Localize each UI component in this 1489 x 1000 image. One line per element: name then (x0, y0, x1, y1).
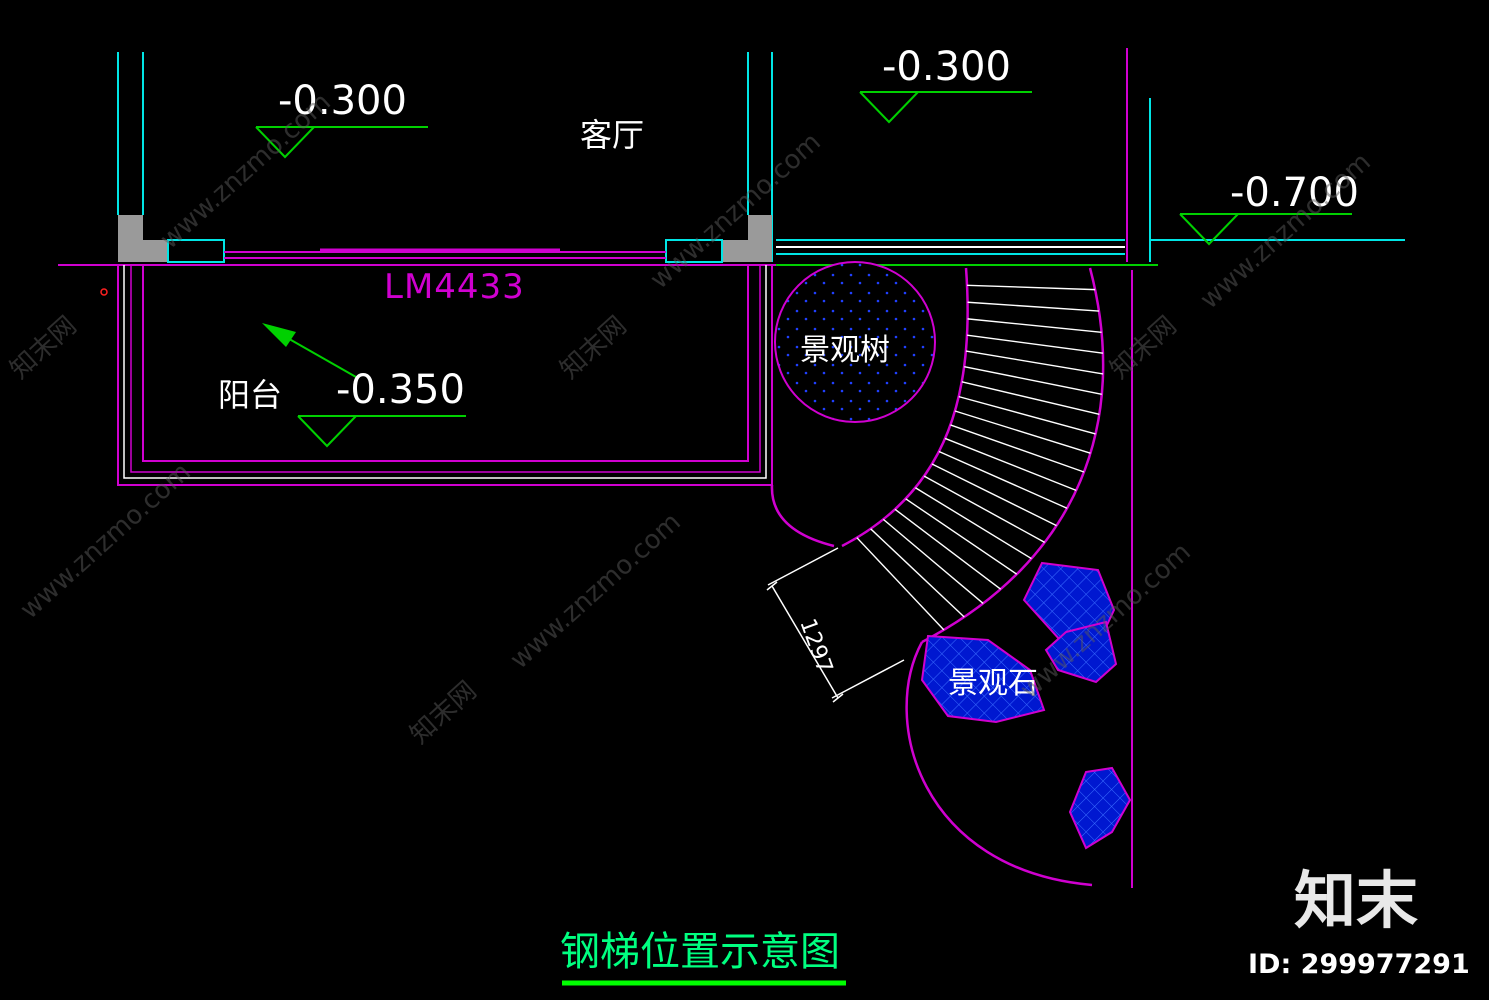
stair-tread (915, 487, 1032, 560)
stair-tread (944, 437, 1077, 492)
slope-arrow-icon (262, 323, 357, 378)
wall-columns (118, 215, 772, 262)
elevation-marker-right-area (859, 91, 1032, 124)
elevation-label-right-area: -0.300 (882, 44, 1011, 90)
room-label-living-room: 客厅 (580, 116, 644, 154)
door-tag-label: LM4433 (384, 267, 525, 307)
watermark-url: www.znzmo.com (15, 457, 197, 625)
elevation-marker-balcony (297, 415, 466, 448)
watermark-site: 知末网 (555, 311, 633, 385)
stair-tread (967, 318, 1102, 333)
watermark-site: 知末网 (405, 676, 483, 750)
elevation-label-far-right: -0.700 (1230, 170, 1359, 216)
watermark-site: 知末网 (5, 311, 83, 385)
landscape-stone-label: 景观石 (948, 666, 1038, 701)
stair-tread (923, 475, 1046, 543)
dimension-label: 1297 (794, 616, 837, 677)
stair-tread (967, 334, 1104, 354)
stair-outline (770, 267, 1133, 888)
stair-treads (856, 284, 1104, 631)
elevation-label-balcony: -0.350 (336, 367, 465, 413)
landscape-tree-icon (774, 261, 936, 423)
stair-tread (950, 424, 1085, 473)
balcony-outline (117, 265, 773, 486)
right-floor-lines (776, 239, 1158, 266)
stair-tread (905, 498, 1018, 575)
elevation-label-living-room: -0.300 (278, 78, 407, 124)
door-frame (167, 239, 723, 263)
elevation-marker-far-right (1179, 213, 1352, 246)
stair-tread (967, 284, 1096, 291)
watermark-url: www.znzmo.com (155, 87, 337, 255)
watermark-url: www.znzmo.com (505, 507, 687, 675)
stair-tread (856, 537, 945, 631)
stair-tread (958, 395, 1096, 435)
room-label-balcony: 阳台 (218, 376, 282, 414)
stair-tread (954, 410, 1091, 454)
watermark-logo: 知末 (1294, 864, 1418, 937)
stair-tread (870, 528, 965, 618)
stair-tread (964, 365, 1102, 395)
stair-tread (894, 508, 1002, 590)
landscape-tree-label: 景观树 (800, 333, 890, 368)
red-point-marker (100, 288, 108, 296)
watermark-id: ID: 299977291 (1248, 949, 1470, 980)
stair-tread (965, 350, 1104, 375)
stair-tread (938, 450, 1068, 509)
dimension-line (766, 547, 905, 703)
elevation-marker-living-room (255, 126, 428, 159)
stair-tread (931, 463, 1057, 527)
watermark-pattern: www.znzmo.com www.znzmo.com www.znzmo.co… (5, 87, 1377, 750)
stair-tread (961, 381, 1100, 415)
landscape-stone-icon (920, 561, 1132, 850)
stair-tread (882, 518, 984, 604)
stair-tread (967, 301, 1100, 312)
watermark-url: www.znzmo.com (645, 127, 827, 295)
drawing-title: 钢梯位置示意图 (560, 929, 840, 975)
watermark-site: 知末网 (1105, 311, 1183, 385)
